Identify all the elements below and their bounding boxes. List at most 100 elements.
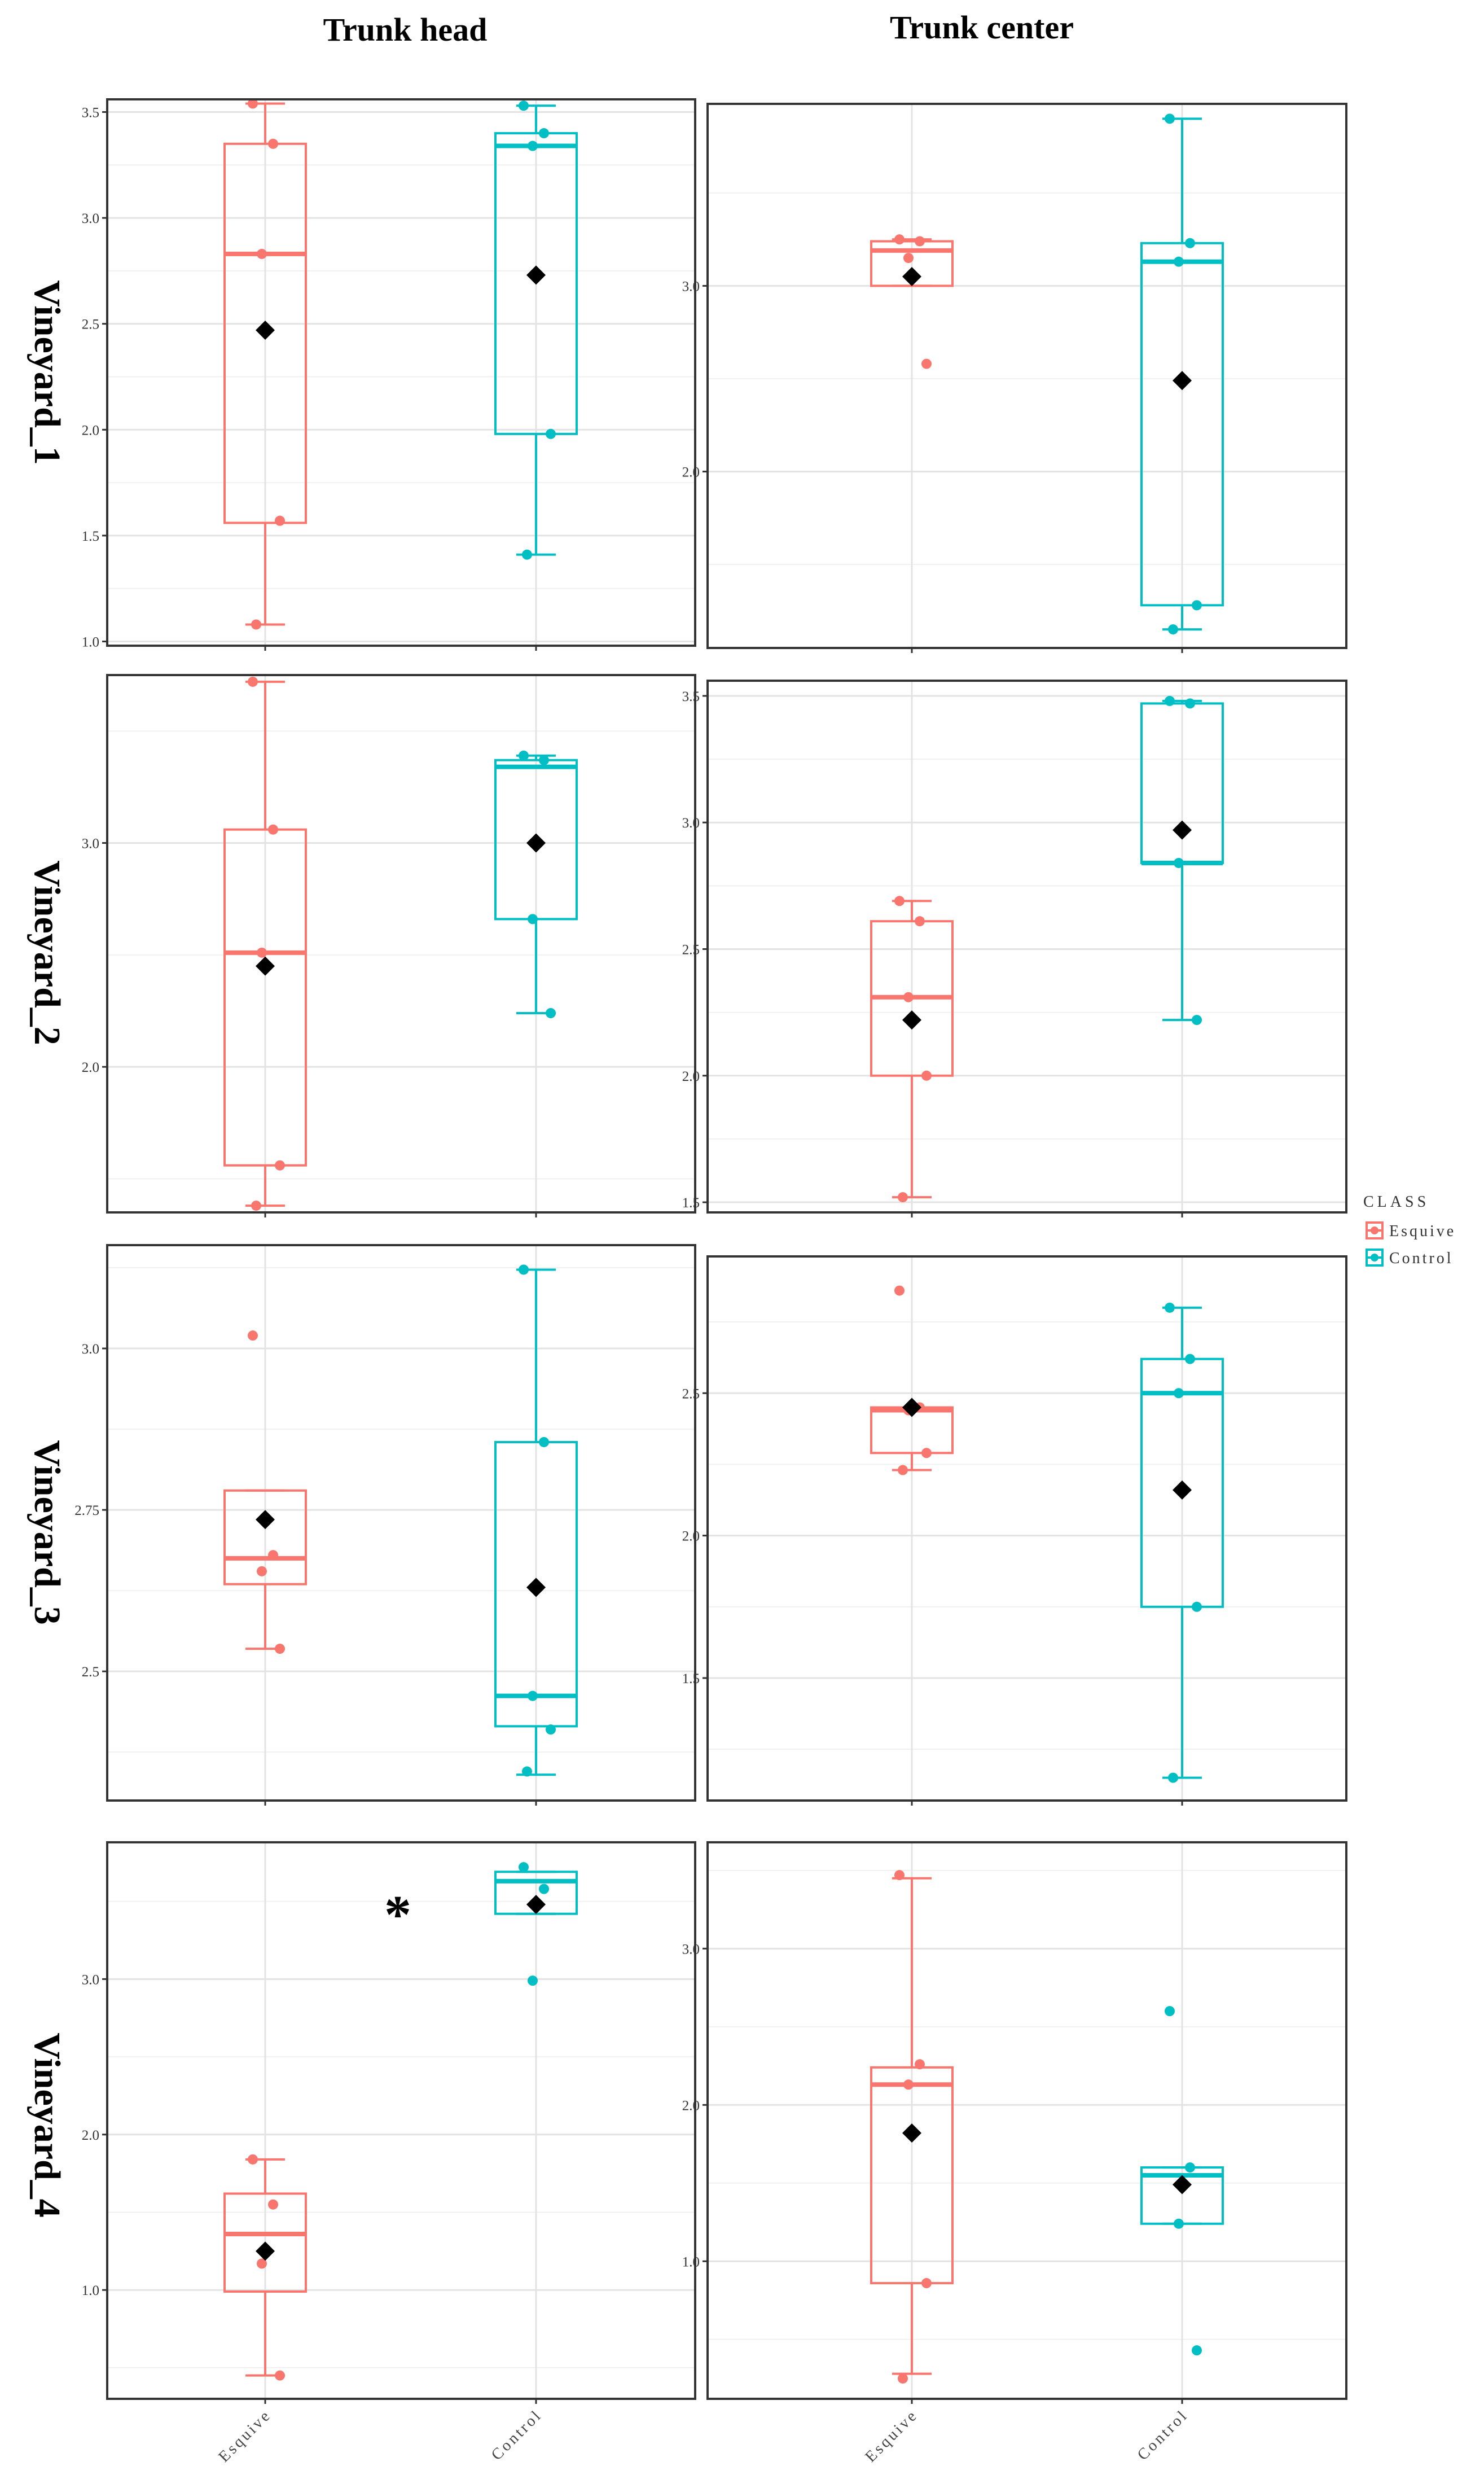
data-point bbox=[921, 2278, 932, 2289]
data-point bbox=[275, 1644, 285, 1654]
data-point bbox=[1185, 2162, 1195, 2173]
y-tick-label: 1.5 bbox=[682, 1195, 700, 1211]
y-tick-label: 2.0 bbox=[82, 1060, 99, 1075]
panel-background bbox=[107, 675, 695, 1212]
y-tick-label: 2.5 bbox=[82, 1664, 99, 1680]
data-point bbox=[528, 914, 538, 925]
data-point bbox=[257, 947, 267, 958]
data-point bbox=[894, 234, 905, 245]
data-point bbox=[915, 2059, 925, 2070]
boxplot-control bbox=[494, 1862, 578, 1986]
panel-border bbox=[106, 1244, 696, 1802]
row-title-vineyard-1: Vineyard_1 bbox=[27, 280, 68, 465]
data-point bbox=[539, 128, 549, 139]
data-point bbox=[921, 1448, 932, 1458]
y-tick-label: 3.0 bbox=[682, 1942, 700, 1957]
y-tick-label: 1.0 bbox=[682, 2254, 700, 2270]
data-point bbox=[268, 824, 278, 835]
mean-marker bbox=[526, 1895, 546, 1915]
data-point bbox=[257, 248, 267, 259]
data-point bbox=[528, 1975, 538, 1986]
data-point bbox=[248, 2154, 258, 2165]
mean-marker bbox=[1173, 371, 1192, 391]
panel-border bbox=[706, 1255, 1347, 1802]
y-tick-label: 2.5 bbox=[82, 317, 99, 332]
row-title-vineyard-3: Vineyard_3 bbox=[27, 1440, 68, 1625]
panel-background bbox=[708, 1256, 1346, 1801]
y-tick-label: 2.0 bbox=[682, 1529, 700, 1544]
panel-border bbox=[106, 1841, 696, 2400]
data-point bbox=[1185, 1353, 1195, 1364]
data-point bbox=[915, 916, 925, 927]
panel-border bbox=[106, 98, 696, 647]
panel-background bbox=[107, 99, 695, 646]
data-point bbox=[894, 896, 905, 906]
y-tick-label: 3.0 bbox=[82, 211, 99, 226]
data-point bbox=[915, 236, 925, 247]
mean-marker bbox=[526, 1578, 546, 1597]
data-point bbox=[519, 750, 529, 761]
data-point bbox=[921, 358, 932, 369]
panel-vineyard-1-trunk-head: 1.01.52.02.53.03.5 bbox=[82, 98, 696, 651]
y-tick-label: 2.75 bbox=[74, 1503, 99, 1518]
x-tick-label: Esquive bbox=[215, 2406, 275, 2466]
mean-marker bbox=[526, 265, 546, 285]
boxplot-control bbox=[1140, 113, 1224, 635]
legend-label-control: Control bbox=[1389, 1250, 1454, 1267]
box-iqr bbox=[223, 2192, 307, 2293]
data-point bbox=[1174, 2218, 1184, 2229]
data-point bbox=[251, 619, 261, 630]
data-point bbox=[1192, 1601, 1202, 1612]
data-point bbox=[1174, 256, 1184, 267]
panel-background bbox=[708, 104, 1346, 648]
data-point bbox=[1168, 624, 1178, 635]
y-tick-label: 3.0 bbox=[682, 279, 700, 294]
data-point bbox=[257, 2258, 267, 2269]
mean-marker bbox=[1173, 1480, 1192, 1500]
box-iqr bbox=[223, 828, 307, 1167]
boxplot-esquive bbox=[870, 896, 954, 1203]
panel-vineyard-2-trunk-center: 1.52.02.53.03.5 bbox=[682, 680, 1347, 1217]
boxplot-esquive bbox=[870, 1870, 954, 2384]
y-tick-label: 3.5 bbox=[682, 689, 700, 704]
x-tick-label: Control bbox=[1134, 2406, 1192, 2464]
data-point bbox=[248, 676, 258, 687]
mean-marker bbox=[256, 956, 275, 976]
panel-background bbox=[107, 1245, 695, 1801]
boxplot-control bbox=[1140, 695, 1224, 1026]
data-point bbox=[1165, 2006, 1175, 2017]
panel-vineyard-1-trunk-center: 2.03.0 bbox=[682, 103, 1347, 653]
data-point bbox=[1192, 2345, 1202, 2356]
data-point bbox=[268, 1550, 278, 1561]
box-iqr bbox=[223, 1489, 307, 1585]
data-point bbox=[519, 1862, 529, 1873]
data-point bbox=[248, 98, 258, 109]
data-point bbox=[903, 992, 914, 1002]
boxplot-esquive bbox=[223, 1330, 307, 1654]
data-point bbox=[1165, 695, 1175, 706]
panel-vineyard-2-trunk-head: 2.03.0 bbox=[82, 674, 696, 1217]
col-title-trunk-head: Trunk head bbox=[323, 11, 488, 48]
x-tick-label: Esquive bbox=[862, 2406, 921, 2466]
col-title-trunk-center: Trunk center bbox=[890, 9, 1074, 46]
panel-border bbox=[106, 674, 696, 1214]
data-point bbox=[894, 1285, 905, 1296]
y-tick-label: 2.0 bbox=[682, 1069, 700, 1084]
boxplot-esquive bbox=[870, 234, 954, 369]
data-point bbox=[519, 100, 529, 111]
legend-key-esquive bbox=[1366, 1221, 1384, 1239]
panel-border bbox=[706, 1841, 1347, 2400]
panel-background bbox=[708, 1842, 1346, 2399]
significance-asterisk: * bbox=[384, 1885, 411, 1945]
y-tick-label: 1.5 bbox=[682, 1671, 700, 1687]
boxplot-control bbox=[1140, 1302, 1224, 1783]
box-iqr bbox=[494, 132, 578, 435]
legend-title: CLASS bbox=[1363, 1193, 1429, 1211]
data-point bbox=[1192, 1015, 1202, 1026]
boxplot-esquive bbox=[870, 1285, 954, 1475]
data-point bbox=[251, 1201, 261, 1211]
data-point bbox=[522, 1766, 532, 1777]
boxplot-esquive bbox=[223, 2154, 307, 2381]
y-tick-label: 3.5 bbox=[82, 106, 99, 121]
